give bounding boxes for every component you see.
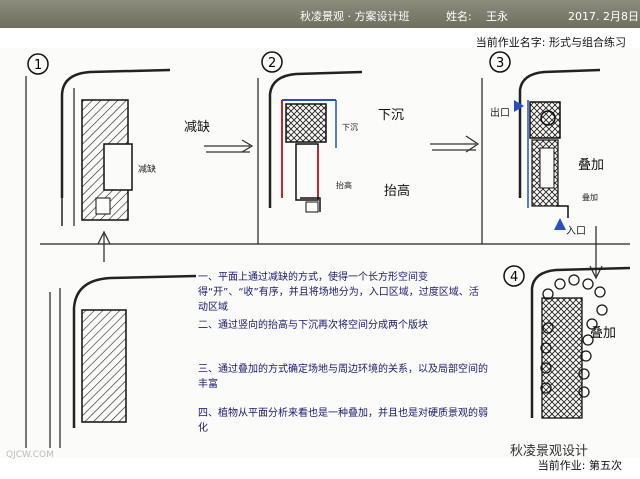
sketch-number-1: 1 xyxy=(27,53,49,75)
svg-text:1: 1 xyxy=(34,58,42,73)
annotation-4: 四、植物从平面分析来看也是一种叠加，并且也是对硬质景观的弱化 xyxy=(198,408,488,434)
label-sink: 下沉 xyxy=(378,108,405,123)
sketch-number-2: 2 xyxy=(261,51,283,73)
handwritten-sink: 下沉 xyxy=(342,123,358,132)
sketch-1 xyxy=(60,68,171,226)
annotation-3: 三、通过叠加的方式确定场地与周边环境的关系，以及局部空间的丰富 xyxy=(198,364,488,390)
label-overlay-3: 叠加 xyxy=(578,158,605,173)
handwritten-subtract: 减缺 xyxy=(138,163,156,175)
brand-title: 秋凌景观 · 方案设计班 xyxy=(300,10,410,23)
svg-text:2: 2 xyxy=(268,56,276,71)
sketch-number-4: 4 xyxy=(503,265,525,287)
sketch-2 xyxy=(268,70,363,213)
label-overlay-4: 叠加 xyxy=(590,326,617,341)
handwritten-overlay: 叠加 xyxy=(582,192,598,202)
label-entrance: 入口 xyxy=(566,226,586,237)
wechat-logo-text: 秋凌景观设计 xyxy=(510,444,589,459)
sketch-drawing: 1 2 3 4 减缺 下沉 抬高 xyxy=(25,51,631,448)
homework-count: 当前作业: 第五次 xyxy=(537,459,622,472)
sketch-3 xyxy=(518,68,601,218)
annotation-1: 一、平面上通过减缺的方式，使得一个长方形空间变得“开”、“收”有序，并且将场地分… xyxy=(198,272,479,313)
sketch-number-3: 3 xyxy=(489,51,511,73)
svg-text:4: 4 xyxy=(510,270,518,285)
label-subtract: 减缺 xyxy=(184,120,211,135)
handwritten-raise: 抬高 xyxy=(336,180,352,190)
homework-title: 当前作业名字: 形式与组合练习 xyxy=(475,36,626,49)
label-exit: 出口 xyxy=(490,108,510,119)
frame-lines xyxy=(25,76,630,448)
watermark: QJCW.COM xyxy=(6,450,54,460)
entry-exit-markers xyxy=(514,100,566,230)
label-raise: 抬高 xyxy=(384,184,411,199)
process-arrows xyxy=(97,135,603,280)
date: 2017. 2月8日 xyxy=(568,10,639,23)
sketch-4 xyxy=(530,266,631,419)
annotation-2: 二、通过竖向的抬高与下沉再次将空间分成两个版块 xyxy=(198,320,428,331)
svg-text:3: 3 xyxy=(496,56,504,71)
top-banner: 秋凌景观 · 方案设计班 姓名: 王永 2017. 2月8日 xyxy=(0,0,640,28)
sketch-base-plan xyxy=(49,274,197,448)
name-label: 姓名: xyxy=(446,10,472,23)
student-name: 王永 xyxy=(486,10,508,23)
